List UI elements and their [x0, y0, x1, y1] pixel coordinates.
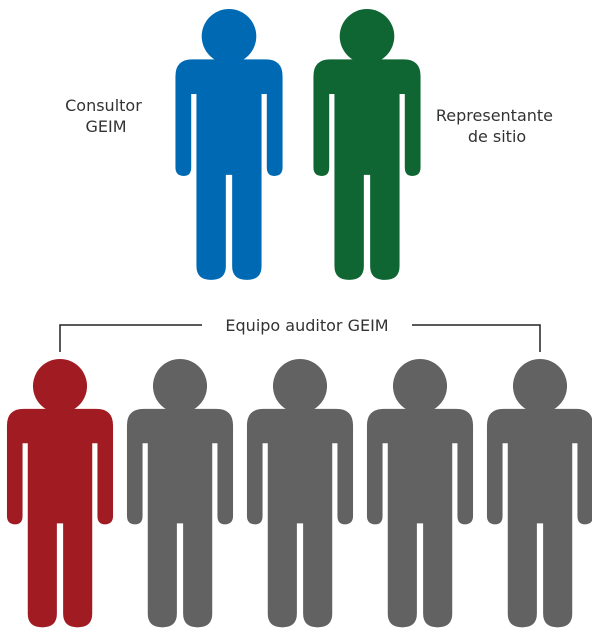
team-member-1-icon [6, 359, 114, 628]
representante-label: Representante de sitio [436, 106, 558, 146]
team-bracket [59, 324, 541, 352]
team-member-2-icon [126, 359, 234, 628]
team-member-3-icon [246, 359, 354, 628]
team-label: Equipo auditor GEIM [225, 316, 388, 335]
consultor-label: Consultor GEIM [65, 96, 147, 136]
representante-person-icon [313, 9, 421, 280]
team-member-4-icon [366, 359, 474, 628]
consultor-person-icon [175, 9, 283, 280]
team-member-5-icon [486, 359, 592, 628]
